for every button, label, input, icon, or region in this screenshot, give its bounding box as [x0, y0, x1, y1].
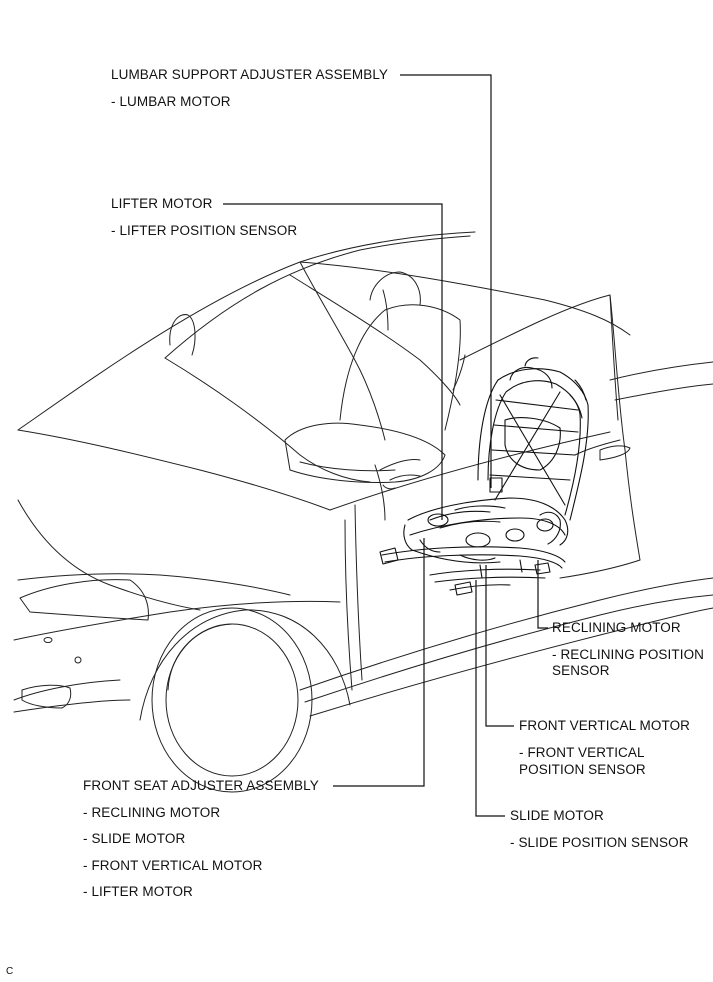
callout-lifter-title: LIFTER MOTOR: [111, 196, 213, 211]
callout-front-seat-adjuster-item-2: - SLIDE MOTOR: [83, 831, 186, 846]
car-body-outline: [13, 231, 713, 793]
driver-seat-frame: [379, 357, 589, 596]
leader-lumbar: [400, 74, 492, 488]
leader-lifter: [223, 203, 443, 520]
corner-mark: C: [6, 966, 14, 977]
callout-reclining-title: RECLINING MOTOR: [552, 620, 681, 635]
callout-lifter-item-1: - LIFTER POSITION SENSOR: [111, 223, 298, 238]
callout-reclining-item-1: - RECLINING POSITION: [552, 647, 705, 662]
callout-front-seat-adjuster-item-3: - FRONT VERTICAL MOTOR: [83, 858, 263, 873]
callout-slide-title: SLIDE MOTOR: [510, 808, 604, 823]
callout-front-seat-adjuster-title: FRONT SEAT ADJUSTER ASSEMBLY: [83, 778, 319, 793]
callout-front-seat-adjuster-item-4: - LIFTER MOTOR: [83, 884, 193, 899]
callout-lumbar-title: LUMBAR SUPPORT ADJUSTER ASSEMBLY: [111, 67, 389, 82]
callout-front-vertical-title: FRONT VERTICAL MOTOR: [519, 718, 691, 733]
callout-front-vertical-item-1: - FRONT VERTICAL: [519, 745, 645, 760]
leader-reclining: [537, 560, 548, 629]
leader-slide: [475, 580, 505, 817]
leader-front-seat-adjuster: [333, 538, 425, 787]
callout-front-vertical-item-2: POSITION SENSOR: [519, 762, 646, 777]
callout-lumbar-item-1: - LUMBAR MOTOR: [111, 94, 231, 109]
leader-front-vertical: [485, 565, 514, 727]
callout-reclining-item-2: SENSOR: [552, 663, 610, 678]
callout-slide-item-1: - SLIDE POSITION SENSOR: [510, 835, 689, 850]
callout-front-seat-adjuster-item-1: - RECLINING MOTOR: [83, 805, 221, 820]
